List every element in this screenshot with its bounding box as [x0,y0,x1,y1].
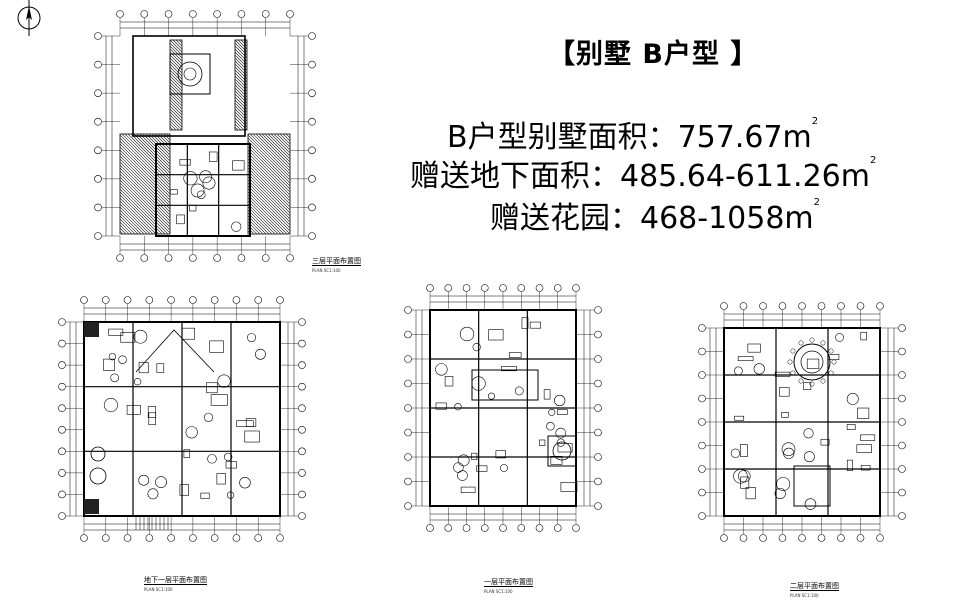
first-floor-plan [380,266,610,576]
basement-plan [46,294,308,544]
second-floor-plan [676,280,926,576]
page-title: 【别墅 B户型 】 [548,39,759,70]
garden-area-text: 赠送花园：468-1058m2 [490,197,821,236]
north-arrow-icon [14,0,44,40]
second-floor-drawing [698,302,906,542]
first-floor-drawing [404,284,602,532]
basement-drawing [58,296,306,542]
basement-area-text: 赠送地下面积：485.64-611.26m2 [410,155,877,194]
third-floor-drawing [94,10,316,262]
villa-area-text: B户型别墅面积：757.67m2 [447,116,819,155]
third-floor-plan [58,10,323,262]
